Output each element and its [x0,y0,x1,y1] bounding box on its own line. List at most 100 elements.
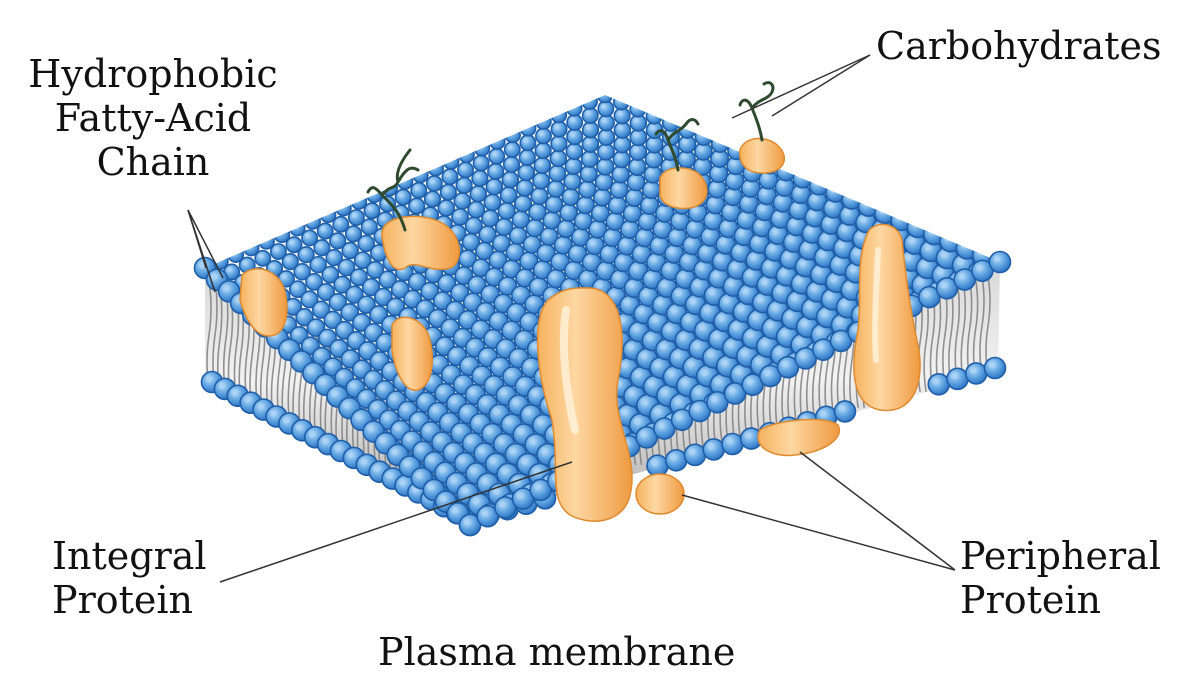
phospholipid-head [598,88,613,103]
phospholipid-head [567,129,583,145]
label-fatty-acid-line-1: Hydrophobic [18,52,288,96]
phospholipid-head [582,94,597,109]
phospholipid-head [566,143,582,159]
phospholipid-head [666,450,687,471]
label-peripheral-line-2: Protein [960,578,1161,622]
phospholipid-head [321,207,336,222]
phospholipid-head [536,128,551,143]
phospholipid-head [598,101,613,116]
phospholipid-head [520,135,535,150]
phospholipid-head [425,191,441,207]
phospholipid-head [336,201,351,216]
phospholipid-head [928,374,949,395]
phospholipid-head [712,135,729,152]
phospholipid-head [947,368,968,389]
phospholipid-head [629,158,646,175]
phospholipid-head [505,142,520,157]
label-peripheral-line-1: Peripheral [960,534,1161,578]
phospholipid-head [364,203,379,218]
phospholipid-head [614,108,630,124]
caption-plasma-membrane: Plasma membrane [378,630,735,674]
phospholipid-head [647,455,668,476]
phospholipid-head [505,127,520,142]
phospholipid-head [565,158,581,174]
leader-peripheral-1 [800,452,955,570]
phospholipid-head [470,186,486,202]
phospholipid-head [596,173,613,190]
phospholipid-head [473,155,488,170]
phospholipid-head [627,174,644,191]
phospholipid-head [646,108,662,124]
surface-protein-right [740,138,785,173]
label-fatty-acid-line-2: Fatty-Acid [18,96,288,140]
phospholipid-head [502,172,518,188]
phospholipid-head [685,444,706,465]
phospholipid-head [441,184,457,200]
phospholipid-head [567,115,582,130]
phospholipid-head [305,214,320,229]
phospholipid-head [612,166,629,183]
phospholipid-head [490,134,505,149]
phospholipid-head [582,136,598,152]
label-fatty-acid-chain: Hydrophobic Fatty-Acid Chain [18,52,288,184]
peripheral-protein-flat [758,420,839,456]
phospholipid-head [501,187,517,203]
phospholipid-head [533,173,549,189]
phospholipid-head [459,147,474,162]
phospholipid-head [535,143,551,159]
phospholipid-head [581,166,597,182]
phospholipid-head [351,194,366,209]
phospholipid-head [985,358,1006,379]
phospholipid-head [966,363,987,384]
phospholipid-head [614,94,629,109]
phospholipid-head [521,121,536,136]
phospholipid-head [536,114,551,129]
label-fatty-acid-line-3: Chain [18,140,288,184]
phospholipid-head [549,165,565,181]
phospholipid-head [597,158,613,174]
phospholipid-head [411,183,426,198]
peripheral-protein-small [636,474,684,514]
phospholipid-head [663,115,679,131]
phospholipid-head [567,101,582,116]
leader-peripheral-2 [682,495,955,570]
label-peripheral-protein: Peripheral Protein [960,534,1161,622]
phospholipid-head [489,149,504,164]
phospholipid-head [472,171,488,187]
phospholipid-head [599,115,615,131]
leader-carbohydrates-1 [732,55,870,118]
phospholipid-head [579,181,596,198]
phospholipid-head [474,141,489,156]
phospholipid-head [409,198,425,214]
phospholipid-head [582,151,598,167]
phospholipid-head [551,122,566,137]
phospholipid-head [486,179,502,195]
phospholipid-head [835,401,856,422]
surface-protein-middle [660,168,707,209]
phospholipid-head [583,108,598,123]
phospholipid-head [548,181,564,197]
phospholipid-head [456,177,472,193]
label-integral-protein: Integral Protein [52,534,207,622]
phospholipid-head [598,129,614,145]
phospholipid-head [990,252,1011,273]
phospholipid-head [550,150,566,166]
phospholipid-head [551,136,567,152]
phospholipid-head [454,193,470,209]
phospholipid-head [504,157,520,173]
phospholipid-head [520,150,536,166]
phospholipid-head [583,122,599,138]
label-carbohydrates: Carbohydrates [876,24,1161,68]
phospholipid-head [534,158,550,174]
phospholipid-head [551,107,566,122]
phospholipid-head [598,144,614,160]
phospholipid-head [458,162,473,177]
phospholipid-head [614,136,630,152]
phospholipid-head [428,161,443,176]
leader-fatty-acid-2 [188,210,215,292]
phospholipid-head [613,151,629,167]
phospholipid-head [722,434,743,455]
phospholipid-head [444,154,459,169]
label-integral-line-1: Integral [52,534,207,578]
